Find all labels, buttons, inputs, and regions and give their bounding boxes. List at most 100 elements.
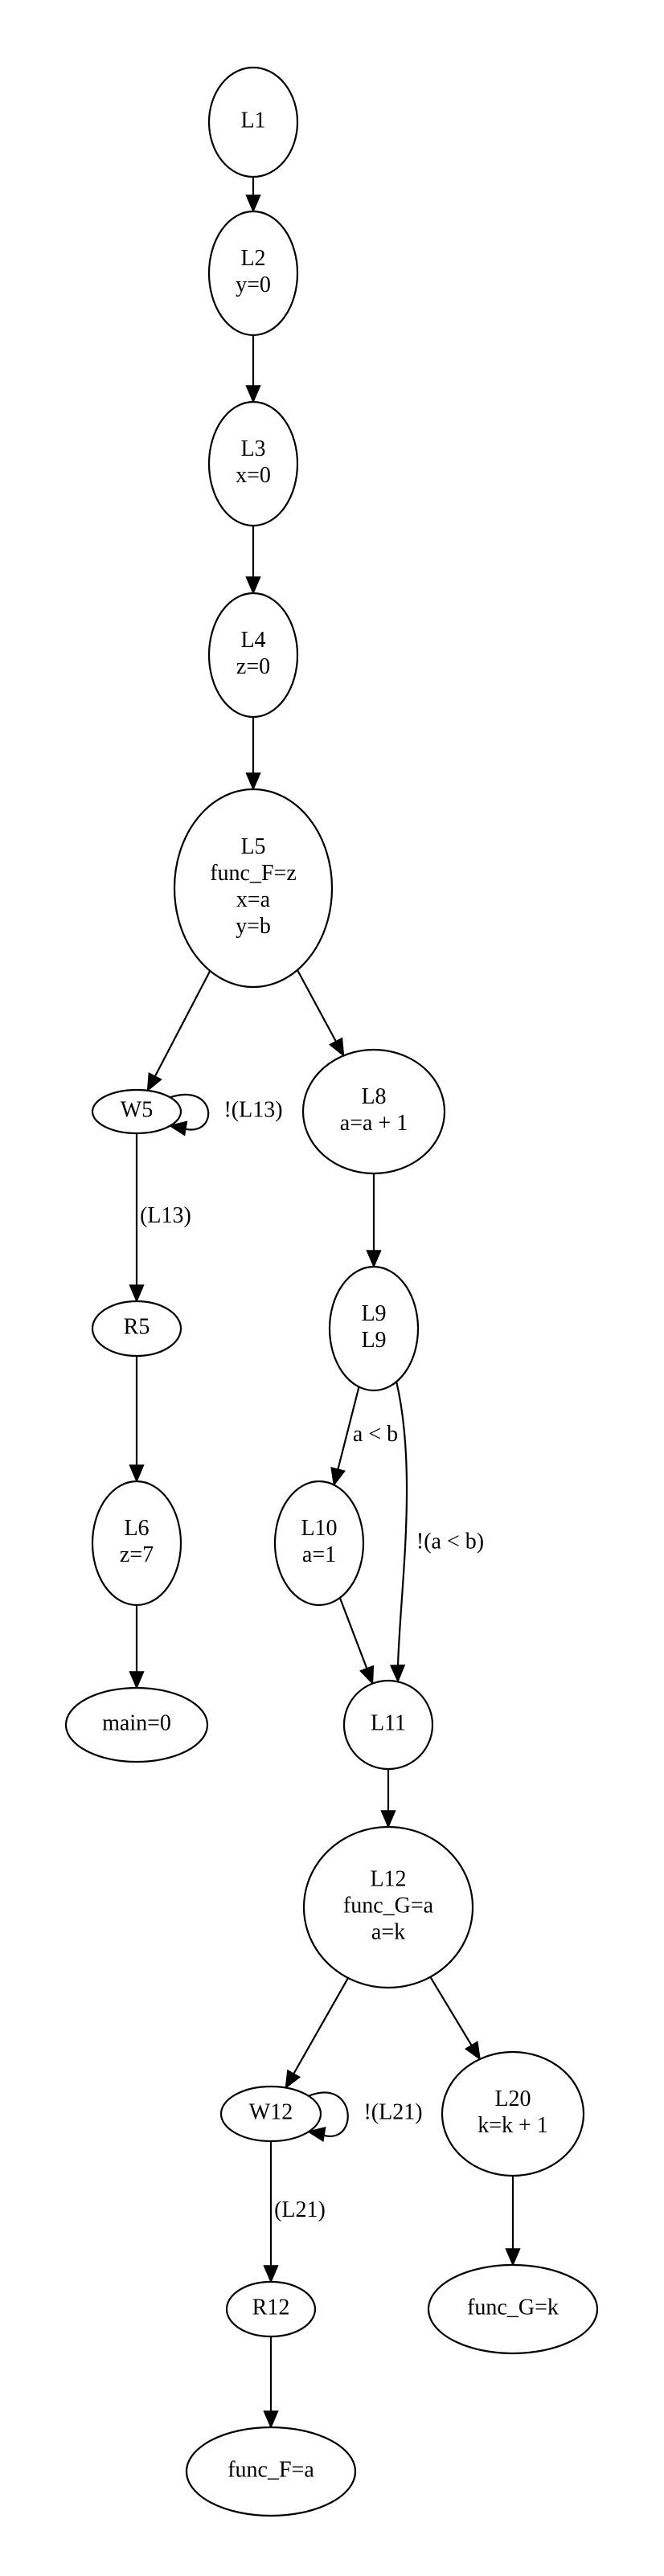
node-label: z=7	[120, 1542, 154, 1567]
arrowhead	[245, 576, 261, 595]
edge-r5-to-l6	[129, 1356, 145, 1483]
node-main: main=0	[64, 1686, 209, 1763]
node-label: R12	[252, 2295, 290, 2320]
edge-label: !(L13)	[223, 1097, 282, 1122]
edge-line	[429, 1976, 473, 2048]
node-ellipse	[427, 2263, 599, 2355]
self-loop-line	[169, 1093, 210, 1131]
arrowhead	[366, 1250, 382, 1268]
edge-l3-to-l4	[245, 526, 261, 595]
edge-w12-to-r12: (L21)	[263, 2141, 326, 2283]
node-r5: R5	[91, 1300, 182, 1358]
arrowhead	[329, 1037, 345, 1058]
node-label: W12	[249, 2099, 293, 2124]
self-loop-line	[308, 2091, 349, 2137]
edge-l9-to-l11: !(a < b)	[389, 1381, 484, 1683]
edge-w5-to-r5: (L13)	[129, 1133, 191, 1303]
edge-line	[395, 1381, 408, 1668]
node-ellipse	[225, 2280, 317, 2338]
node-label: func_F=a	[227, 2457, 314, 2482]
arrowhead	[245, 772, 261, 791]
node-label: y=0	[236, 272, 271, 297]
node-label: L9	[361, 1328, 386, 1353]
node-funcg: func_G=k	[427, 2263, 599, 2355]
arrowhead	[146, 1071, 162, 1092]
node-label: L3	[240, 436, 265, 461]
node-ellipse	[207, 592, 299, 719]
edge-l5-to-l8	[296, 969, 345, 1058]
node-label: L10	[301, 1516, 337, 1541]
edge-line	[292, 1977, 349, 2076]
edge-l2-to-l3	[245, 335, 261, 403]
node-l2: L2y=0	[207, 210, 299, 337]
arrowhead	[505, 2248, 521, 2267]
edge-label: !(a < b)	[416, 1529, 484, 1554]
node-label: L20	[494, 2087, 531, 2111]
node-label: z=0	[236, 654, 270, 679]
arrowhead	[306, 2127, 326, 2143]
node-l1: L1	[207, 66, 299, 178]
node-w5: W5	[91, 1088, 182, 1135]
arrowhead	[129, 1671, 145, 1689]
node-label: L4	[240, 628, 265, 653]
node-label: main=0	[102, 1710, 171, 1735]
arrowhead	[245, 195, 261, 213]
node-label: y=b	[236, 914, 271, 939]
node-ellipse	[302, 1825, 474, 1989]
node-label: L6	[124, 1516, 149, 1541]
node-ellipse	[328, 1265, 420, 1392]
arrowhead	[464, 2041, 481, 2061]
edge-layer: !(L13) (L13) a < b !(a < b) !(L21) (L21)	[129, 177, 521, 2429]
node-label: k=k + 1	[478, 2113, 548, 2138]
arrowhead	[330, 1466, 346, 1487]
node-label: L1	[240, 108, 265, 133]
node-label: R5	[124, 1314, 150, 1339]
edge-l10-to-l11	[338, 1597, 375, 1685]
edge-l4-to-l5	[245, 717, 261, 791]
edge-label: !(L21)	[363, 2099, 422, 2124]
node-r12: R12	[225, 2280, 317, 2338]
node-ellipse	[207, 66, 299, 178]
node-ellipse	[91, 1088, 182, 1135]
arrowhead	[129, 1284, 145, 1303]
node-l3: L3x=0	[207, 400, 299, 527]
node-ellipse	[185, 2426, 357, 2517]
node-ellipse	[91, 1300, 182, 1358]
node-ellipse	[441, 2050, 585, 2177]
edge-l11-to-l12	[380, 1769, 396, 1829]
edge-l12-to-w12	[285, 1977, 349, 2090]
arrowhead	[168, 1120, 188, 1136]
edge-line	[153, 970, 211, 1079]
node-ellipse	[207, 400, 299, 527]
node-l6: L6z=7	[91, 1480, 182, 1607]
edge-line	[336, 1386, 360, 1472]
node-label: a=1	[302, 1542, 336, 1567]
arrowhead	[285, 2069, 301, 2090]
node-ellipse	[219, 2085, 322, 2143]
node-l4: L4z=0	[207, 592, 299, 719]
edge-l20-to-funcg	[505, 2176, 521, 2267]
arrowhead	[245, 385, 261, 403]
node-label: a=a + 1	[340, 1111, 408, 1136]
arrowhead	[359, 1665, 375, 1685]
arrowhead	[389, 1665, 406, 1683]
node-ellipse	[342, 1679, 434, 1771]
edge-label: (L13)	[140, 1203, 191, 1228]
arrowhead	[263, 2265, 279, 2283]
edge-label: a < b	[353, 1422, 398, 1447]
node-funcf: func_F=a	[185, 2426, 357, 2517]
edge-l5-to-w5	[146, 970, 211, 1092]
edge-w12-to-w12: !(L21)	[306, 2091, 423, 2143]
node-label: L8	[361, 1084, 386, 1109]
node-l11: L11	[342, 1679, 434, 1771]
edge-r12-to-funcf	[263, 2336, 279, 2429]
node-label: a=k	[371, 1919, 405, 1944]
arrowhead	[263, 2410, 279, 2429]
node-label: W5	[121, 1097, 153, 1122]
node-ellipse	[91, 1480, 182, 1607]
